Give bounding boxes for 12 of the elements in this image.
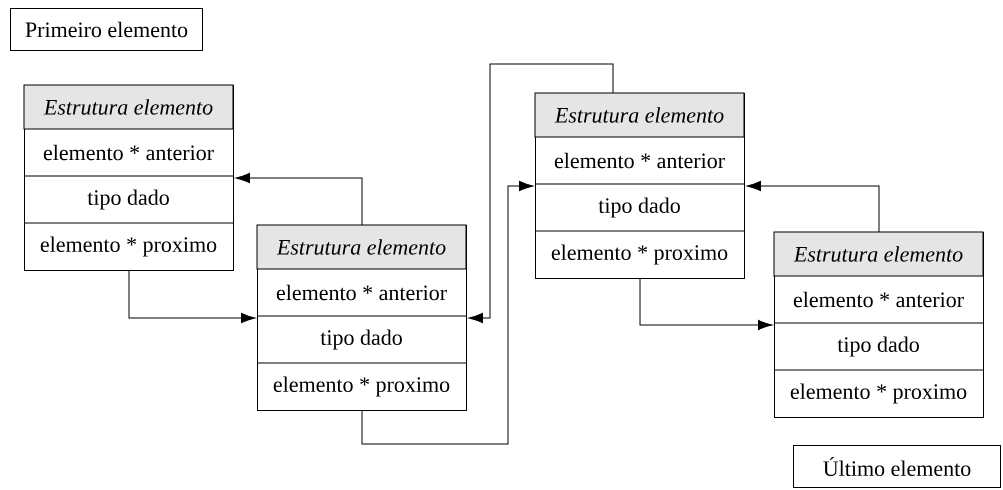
arrow <box>746 180 880 233</box>
label-box: Último elemento <box>793 445 1001 488</box>
label-box: Primeiro elemento <box>10 8 203 51</box>
arrow <box>639 278 773 331</box>
record-box: Estrutura elemento elemento * anterior tipo dado elemento * proximo <box>23 84 234 271</box>
arrow <box>235 172 363 226</box>
arrow <box>128 270 256 324</box>
arrow <box>361 180 534 445</box>
record-box: Estrutura elemento elemento * anterior tipo dado elemento * proximo <box>773 231 984 418</box>
record-box: Estrutura elemento elemento * anterior tipo dado elemento * proximo <box>534 92 745 279</box>
record-box: Estrutura elemento elemento * anterior tipo dado elemento * proximo <box>256 224 467 411</box>
arrow <box>468 63 614 324</box>
